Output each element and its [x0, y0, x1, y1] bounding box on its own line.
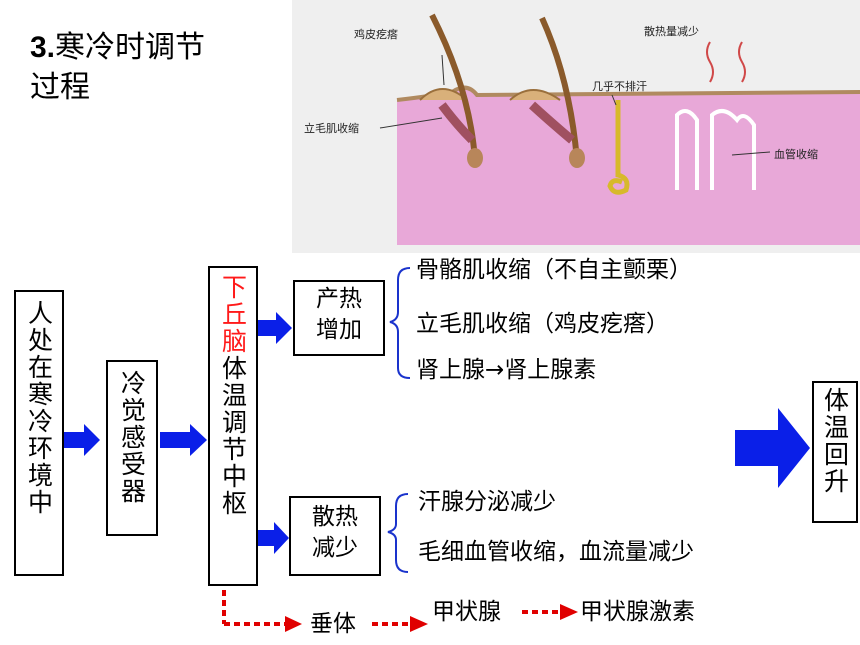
production-item-muscle: 骨骼肌收缩（不自主颤栗）	[416, 257, 692, 283]
label-heat-loss: 散热量减少	[644, 24, 699, 38]
heat-production-box: 产热 增加	[293, 280, 385, 356]
title-line2: 过程	[30, 70, 90, 105]
heat-loss-box: 散热 减少	[289, 496, 381, 576]
receptor-label: 冷觉感受器	[117, 370, 147, 505]
label-goosebumps: 鸡皮疙瘩	[354, 27, 398, 41]
skin-illustration: 鸡皮疙瘩 立毛肌收缩 几乎不排汗 散热量减少 血管收缩	[292, 0, 860, 253]
arrow-env-to-receptor	[64, 424, 100, 456]
thermoregulation-center-box: 下丘脑 体温调节中枢	[208, 266, 258, 586]
arrowhead-pituitary	[285, 616, 302, 632]
result-box: 体温回升	[812, 381, 858, 523]
production-item-arrector: 立毛肌收缩（鸡皮疙瘩）	[416, 311, 669, 337]
arrow-center-to-production	[258, 312, 292, 344]
heat-production-line2: 增加	[316, 317, 362, 343]
loss-item-sweat: 汗腺分泌减少	[418, 489, 556, 515]
center-label-regulation: 体温调节中枢	[218, 355, 248, 517]
heat-loss-line2: 减少	[312, 535, 358, 561]
chain-thyroid: 甲状腺	[432, 599, 501, 625]
arrow-to-result	[735, 408, 810, 488]
result-label: 体温回升	[820, 387, 850, 495]
brace-loss	[387, 493, 409, 573]
environment-label: 人处在寒冷环境中	[24, 300, 54, 516]
receptor-box: 冷觉感受器	[106, 360, 158, 536]
arrowhead-hormone	[560, 604, 578, 620]
title-line1: 寒冷时调节	[55, 30, 206, 65]
heat-loss-line1: 散热	[312, 504, 358, 530]
label-vessel: 血管收缩	[774, 147, 818, 161]
chain-thyroid-hormone: 甲状腺激素	[580, 599, 695, 625]
heat-production-line1: 产热	[316, 286, 362, 312]
brace-production	[389, 267, 411, 379]
arrow-receptor-to-center	[160, 424, 207, 456]
center-label-hypothalamus: 下丘脑	[218, 274, 248, 355]
chain-pituitary: 垂体	[310, 611, 356, 637]
arrow-center-to-loss	[258, 522, 289, 554]
label-arrector: 立毛肌收缩	[304, 121, 359, 135]
production-item-adrenal: 肾上腺→肾上腺素	[416, 357, 597, 383]
loss-item-capillary: 毛细血管收缩，血流量减少	[418, 539, 694, 565]
label-sweat: 几乎不排汗	[592, 79, 647, 93]
arrowhead-thyroid	[410, 616, 428, 632]
environment-box: 人处在寒冷环境中	[14, 290, 64, 576]
slide-title: 3.寒冷时调节 过程	[30, 28, 205, 108]
title-number: 3.	[30, 31, 56, 64]
